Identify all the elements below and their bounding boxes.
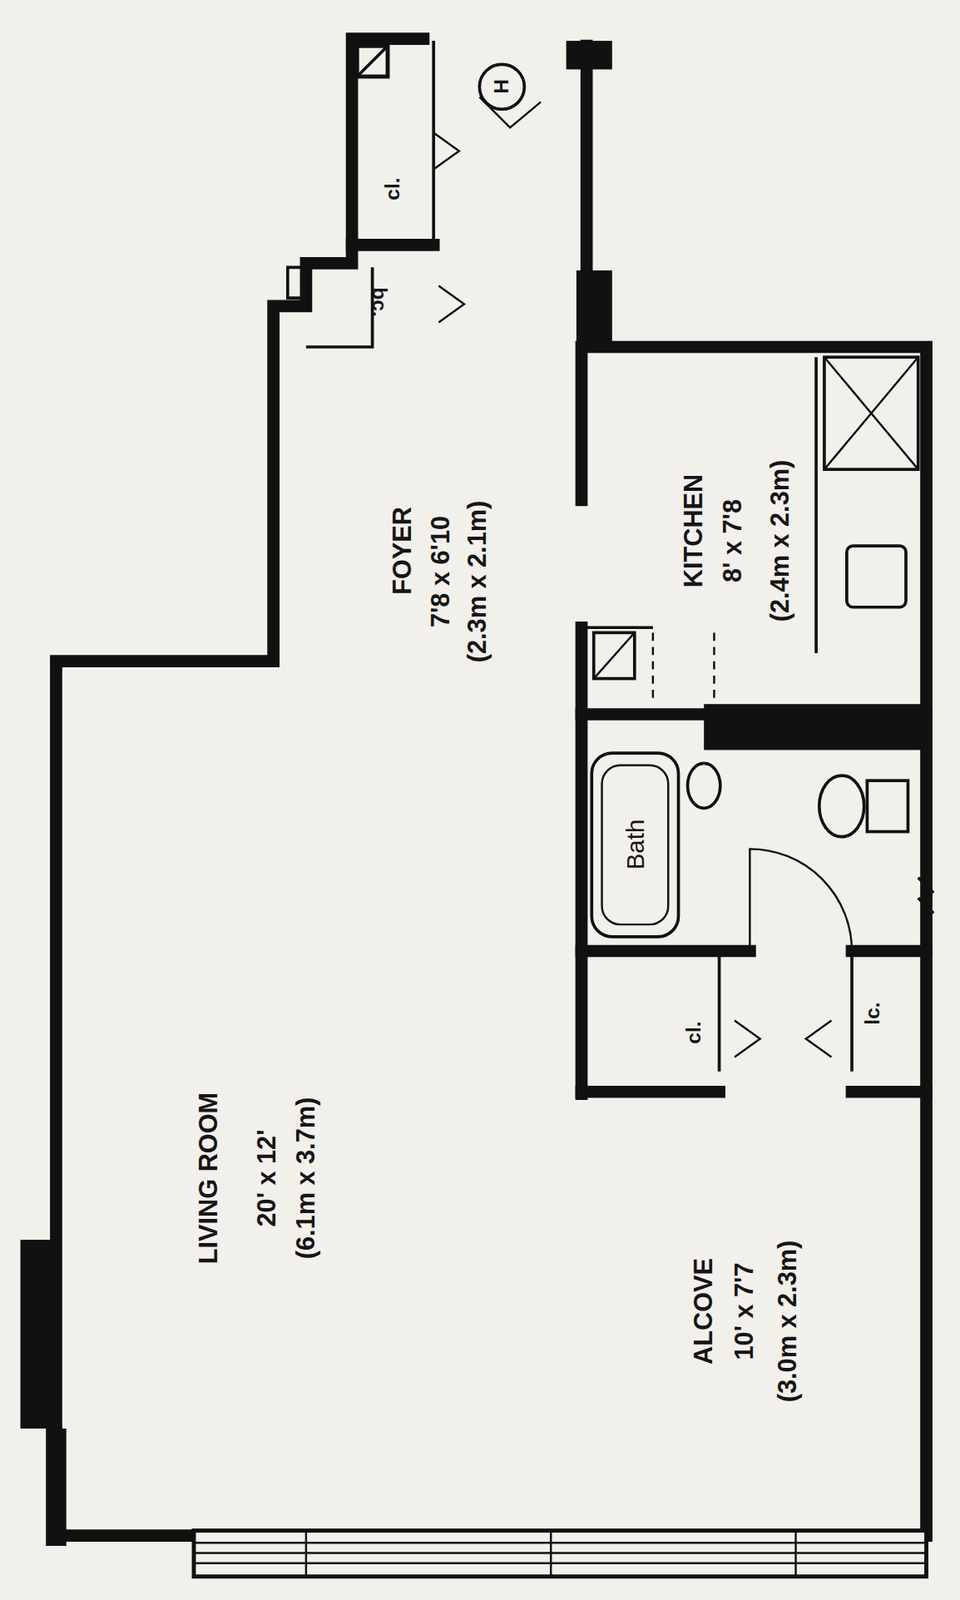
closet-label: lc. bbox=[861, 1001, 883, 1025]
fixture-label: Bath bbox=[623, 819, 648, 870]
room-size: 20' x 12' bbox=[254, 1129, 281, 1228]
closet-label: cl. bbox=[683, 1020, 705, 1044]
room-name: KITCHEN bbox=[681, 473, 708, 587]
room-size: 10' x 7'7 bbox=[732, 1261, 758, 1360]
room-size: 8' x 7'8 bbox=[719, 499, 746, 583]
room-name: FOYER bbox=[390, 506, 416, 595]
room-size-metric: (2.3m x 2.1m) bbox=[465, 500, 491, 663]
closet-label: cl. bbox=[382, 177, 404, 200]
room-size-metric: (6.1m x 3.7m) bbox=[293, 1097, 320, 1259]
room-size-metric: (3.0m x 2.3m) bbox=[774, 1240, 801, 1402]
closet-label: bc. bbox=[369, 287, 391, 317]
room-size: 7'8 x 6'10 bbox=[427, 515, 454, 628]
room-size-metric: (2.4m x 2.3m) bbox=[767, 460, 794, 622]
symbol-label: H bbox=[491, 79, 513, 95]
room-name: LIVING ROOM bbox=[196, 1092, 223, 1264]
room-name: ALCOVE bbox=[691, 1257, 718, 1365]
